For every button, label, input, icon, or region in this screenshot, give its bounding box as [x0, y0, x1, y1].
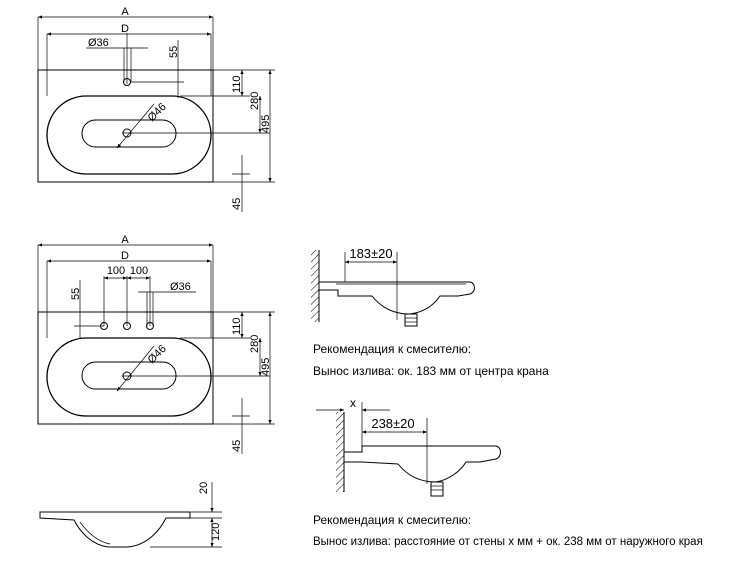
mixer-2-title: Рекомендация к смесителю:: [313, 513, 472, 527]
mixer-1-text: Вынос излива: ок. 183 мм от центра крана: [313, 364, 549, 378]
dim-d-label: D: [121, 23, 129, 35]
dim-495-label: 495: [260, 115, 272, 133]
bowl: [46, 337, 212, 417]
dim-45-label: 45: [231, 198, 243, 210]
mixer-diagram-2: [316, 402, 501, 497]
dim-110-label: 110: [231, 317, 243, 335]
dim-110-label: 110: [231, 75, 243, 93]
section-view: [39, 482, 222, 548]
mixer-2-text: Вынос излива: расстояние от стены x мм +…: [313, 536, 703, 548]
wall-hatch: [311, 250, 319, 322]
tap-hole-label: Ø36: [170, 281, 191, 293]
dim-55-label: 55: [168, 46, 180, 58]
bowl-inner: [81, 119, 177, 148]
reach-label-1: 183±20: [349, 246, 392, 261]
basin-profile: [319, 281, 475, 315]
section-outline: [39, 511, 191, 548]
plan-top-labels: A D Ø36 55 Ø46 110 280 495 45: [88, 6, 272, 210]
wall-hatch: [336, 412, 344, 492]
dim-55-label: 55: [70, 288, 82, 300]
plan-bottom-labels: A D 100 100 Ø36 55 Ø46 110 280 495 45: [70, 234, 272, 452]
drain-fitting: [430, 481, 444, 497]
basin-outline: [37, 69, 214, 183]
drain-fitting: [404, 313, 418, 327]
tap-hole-label: Ø36: [88, 37, 109, 49]
reach-label-2: 238±20: [371, 416, 414, 431]
bowl: [46, 95, 212, 175]
mixer-1-title: Рекомендация к смесителю:: [313, 342, 472, 356]
basin-outline: [37, 311, 214, 425]
plan-view-top: [37, 15, 275, 212]
plan-view-bottom: [37, 243, 275, 454]
dim-280-label: 280: [249, 335, 261, 353]
dim-a-label: A: [121, 6, 129, 18]
dim-280-label: 280: [249, 92, 261, 110]
spacing-left-label: 100: [107, 265, 125, 277]
wall-distance-label: x: [350, 396, 356, 410]
dim-20-label: 20: [198, 482, 210, 494]
spacing-right-label: 100: [130, 265, 148, 277]
dim-495-label: 495: [260, 358, 272, 376]
bowl-inner: [81, 361, 177, 390]
mixer-diagram-1: [311, 250, 475, 327]
dim-d-label: D: [121, 250, 129, 262]
dim-120-label: 120: [210, 523, 222, 541]
dim-a-label: A: [121, 234, 129, 246]
basin-profile: [344, 445, 501, 483]
dim-45-label: 45: [231, 440, 243, 452]
section-labels: 20 120: [198, 482, 222, 541]
